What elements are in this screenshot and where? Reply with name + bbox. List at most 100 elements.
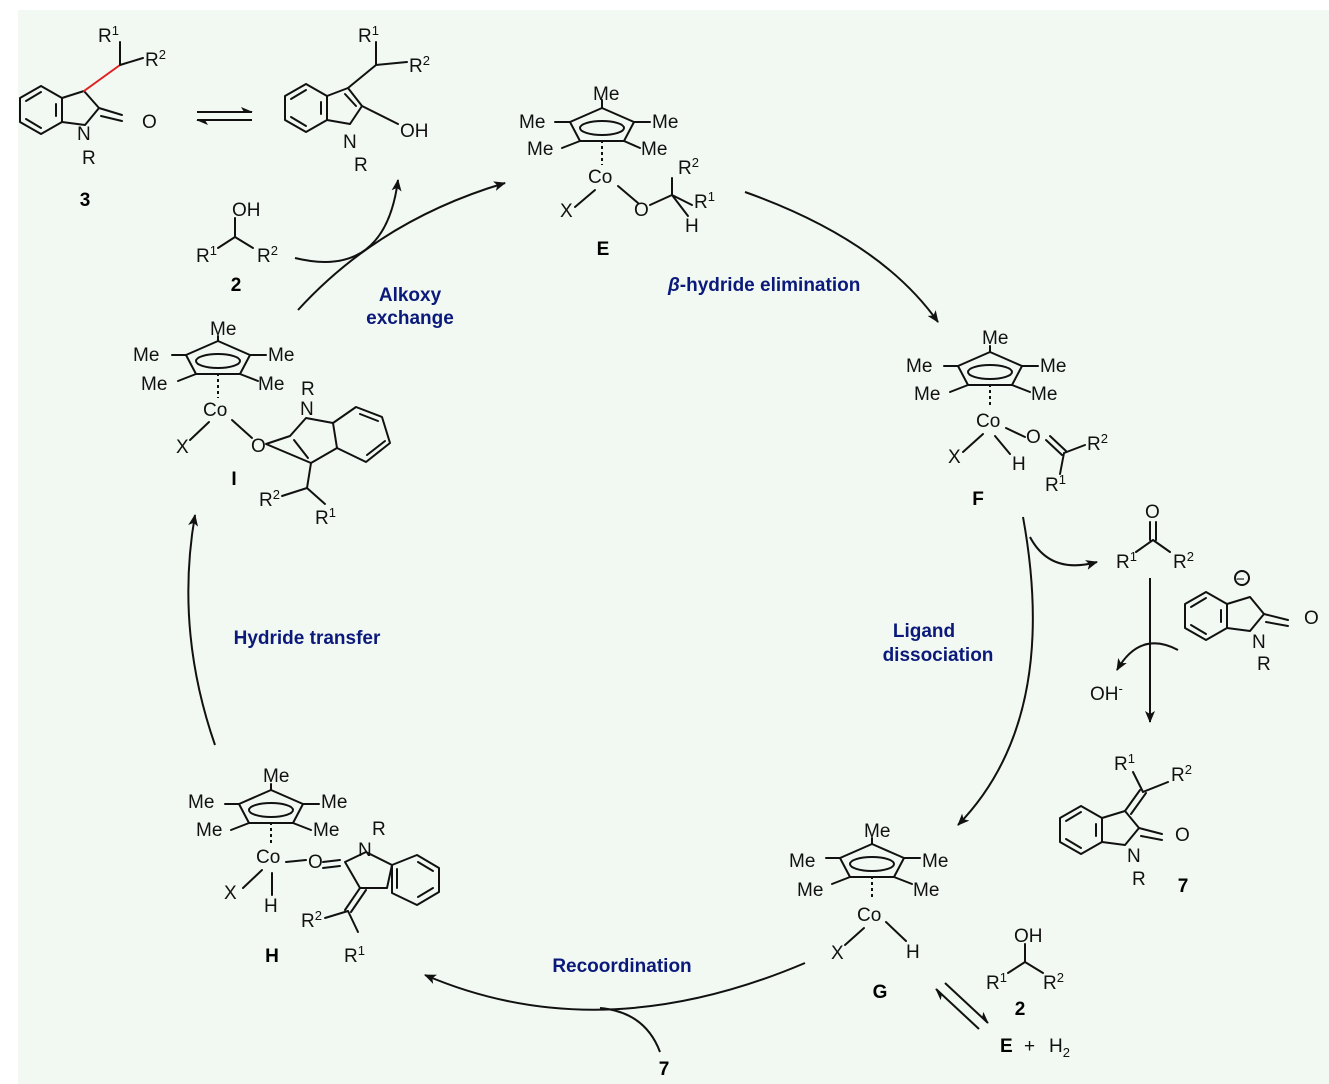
svg-text:N: N	[1127, 846, 1141, 867]
alcohol-2-top: OH R1 R2 2	[196, 200, 278, 296]
svg-text:H2: H2	[1049, 1036, 1070, 1060]
arrow-oxindole-in	[1116, 642, 1179, 671]
equilibrium-G-E-back	[935, 988, 980, 1030]
svg-text:N: N	[300, 399, 314, 420]
oxindole-anion: O N R −	[1184, 570, 1319, 675]
svg-text:R2: R2	[1043, 970, 1064, 994]
label-3: 3	[80, 190, 91, 211]
svg-text:R1: R1	[344, 943, 365, 967]
svg-text:Me: Me	[982, 328, 1008, 349]
svg-text:Me: Me	[527, 139, 553, 160]
svg-text:R1: R1	[196, 243, 217, 267]
step-alkoxy-exchange-1: Alkoxy	[379, 285, 442, 306]
enol-tautomer: OH N R R1 R2	[284, 23, 430, 176]
products-E-H2: E + H2	[1000, 1036, 1070, 1060]
svg-text:O: O	[1175, 825, 1190, 846]
step-ligand-dissociation-2: dissociation	[883, 645, 994, 666]
equilibrium-G-E-forward	[944, 982, 989, 1024]
svg-text:N: N	[77, 124, 91, 145]
svg-text:Me: Me	[321, 792, 347, 813]
svg-text:Co: Co	[976, 411, 1000, 432]
svg-text:X: X	[831, 943, 844, 964]
svg-text:Me: Me	[652, 112, 678, 133]
label-G: G	[873, 982, 888, 1003]
label-7-right: 7	[1178, 876, 1189, 897]
complex-H: Me Me Me Me Me Co X H O N R R2 R1 H	[188, 766, 440, 967]
hydroxide: OH-	[1090, 681, 1123, 705]
svg-text:Me: Me	[263, 766, 289, 787]
svg-text:Me: Me	[188, 792, 214, 813]
svg-text:R2: R2	[1171, 762, 1192, 786]
svg-text:R1: R1	[1045, 472, 1066, 496]
svg-text:X: X	[176, 437, 189, 458]
svg-text:Me: Me	[268, 345, 294, 366]
svg-text:R1: R1	[1114, 751, 1135, 775]
svg-text:R: R	[1132, 869, 1146, 890]
arrow-I-to-E	[297, 181, 506, 311]
svg-text:R: R	[1257, 654, 1271, 675]
svg-text:O: O	[251, 436, 266, 457]
svg-text:R2: R2	[257, 243, 278, 267]
svg-text:X: X	[224, 883, 237, 904]
step-alkoxy-exchange-2: exchange	[366, 308, 454, 329]
svg-text:Me: Me	[864, 821, 890, 842]
svg-text:N: N	[1252, 632, 1266, 653]
step-ligand-dissociation-1: Ligand	[893, 621, 955, 642]
label-2-bottom: 2	[1015, 999, 1026, 1020]
svg-text:Me: Me	[641, 139, 667, 160]
svg-text:Co: Co	[588, 167, 612, 188]
svg-text:OH: OH	[1014, 926, 1043, 947]
svg-text:Me: Me	[258, 374, 284, 395]
svg-text:N: N	[343, 132, 357, 153]
svg-text:Me: Me	[133, 345, 159, 366]
svg-text:+: +	[1024, 1036, 1035, 1057]
svg-text:R: R	[354, 155, 368, 176]
complex-E: Me Me Me Me Me Co X O R2 R1 H E	[519, 84, 715, 260]
svg-text:R1: R1	[358, 23, 379, 47]
svg-text:Me: Me	[922, 851, 948, 872]
cycle-arrows	[187, 107, 1179, 1053]
svg-text:H: H	[906, 942, 920, 963]
label-2-top: 2	[231, 275, 242, 296]
svg-text:Me: Me	[789, 851, 815, 872]
svg-text:Me: Me	[210, 319, 236, 340]
label-H: H	[265, 946, 279, 967]
label-F: F	[972, 489, 984, 510]
svg-text:R2: R2	[409, 53, 430, 77]
svg-text:Me: Me	[313, 820, 339, 841]
svg-text:Co: Co	[857, 905, 881, 926]
svg-text:OH: OH	[232, 200, 261, 221]
complex-G: Me Me Me Me Me Co X H G	[789, 821, 948, 1003]
compound-7-right: O N R R1 R2 7	[1059, 751, 1192, 897]
svg-text:N: N	[358, 840, 372, 861]
svg-text:H: H	[264, 896, 278, 917]
svg-text:R2: R2	[301, 908, 322, 932]
svg-text:Me: Me	[196, 820, 222, 841]
label-E: E	[597, 239, 610, 260]
svg-text:X: X	[560, 201, 573, 222]
svg-text:Me: Me	[913, 880, 939, 901]
svg-text:Co: Co	[256, 847, 280, 868]
svg-text:R2: R2	[145, 47, 166, 71]
svg-text:Me: Me	[914, 384, 940, 405]
svg-text:OH: OH	[400, 121, 429, 142]
arrow-ketone-release	[1029, 536, 1098, 570]
svg-text:H: H	[685, 216, 699, 237]
diagram-background	[18, 10, 1329, 1084]
svg-text:Me: Me	[141, 374, 167, 395]
svg-text:O: O	[142, 112, 157, 133]
complex-F: Me Me Me Me Me Co X O H R2 R1 F	[906, 328, 1108, 510]
step-beta-hydride: β-hydride elimination	[667, 275, 860, 296]
svg-text:Me: Me	[519, 112, 545, 133]
svg-text:R: R	[82, 148, 96, 169]
svg-text:Me: Me	[1031, 384, 1057, 405]
label-7-bottom: 7	[659, 1059, 670, 1080]
arrow-F-to-G	[957, 516, 1034, 826]
svg-text:−: −	[1236, 571, 1245, 588]
svg-text:R: R	[301, 379, 315, 400]
svg-text:Me: Me	[593, 84, 619, 105]
svg-text:Me: Me	[1040, 356, 1066, 377]
arrow-H-to-I	[187, 514, 216, 746]
svg-text:R1: R1	[315, 505, 336, 529]
